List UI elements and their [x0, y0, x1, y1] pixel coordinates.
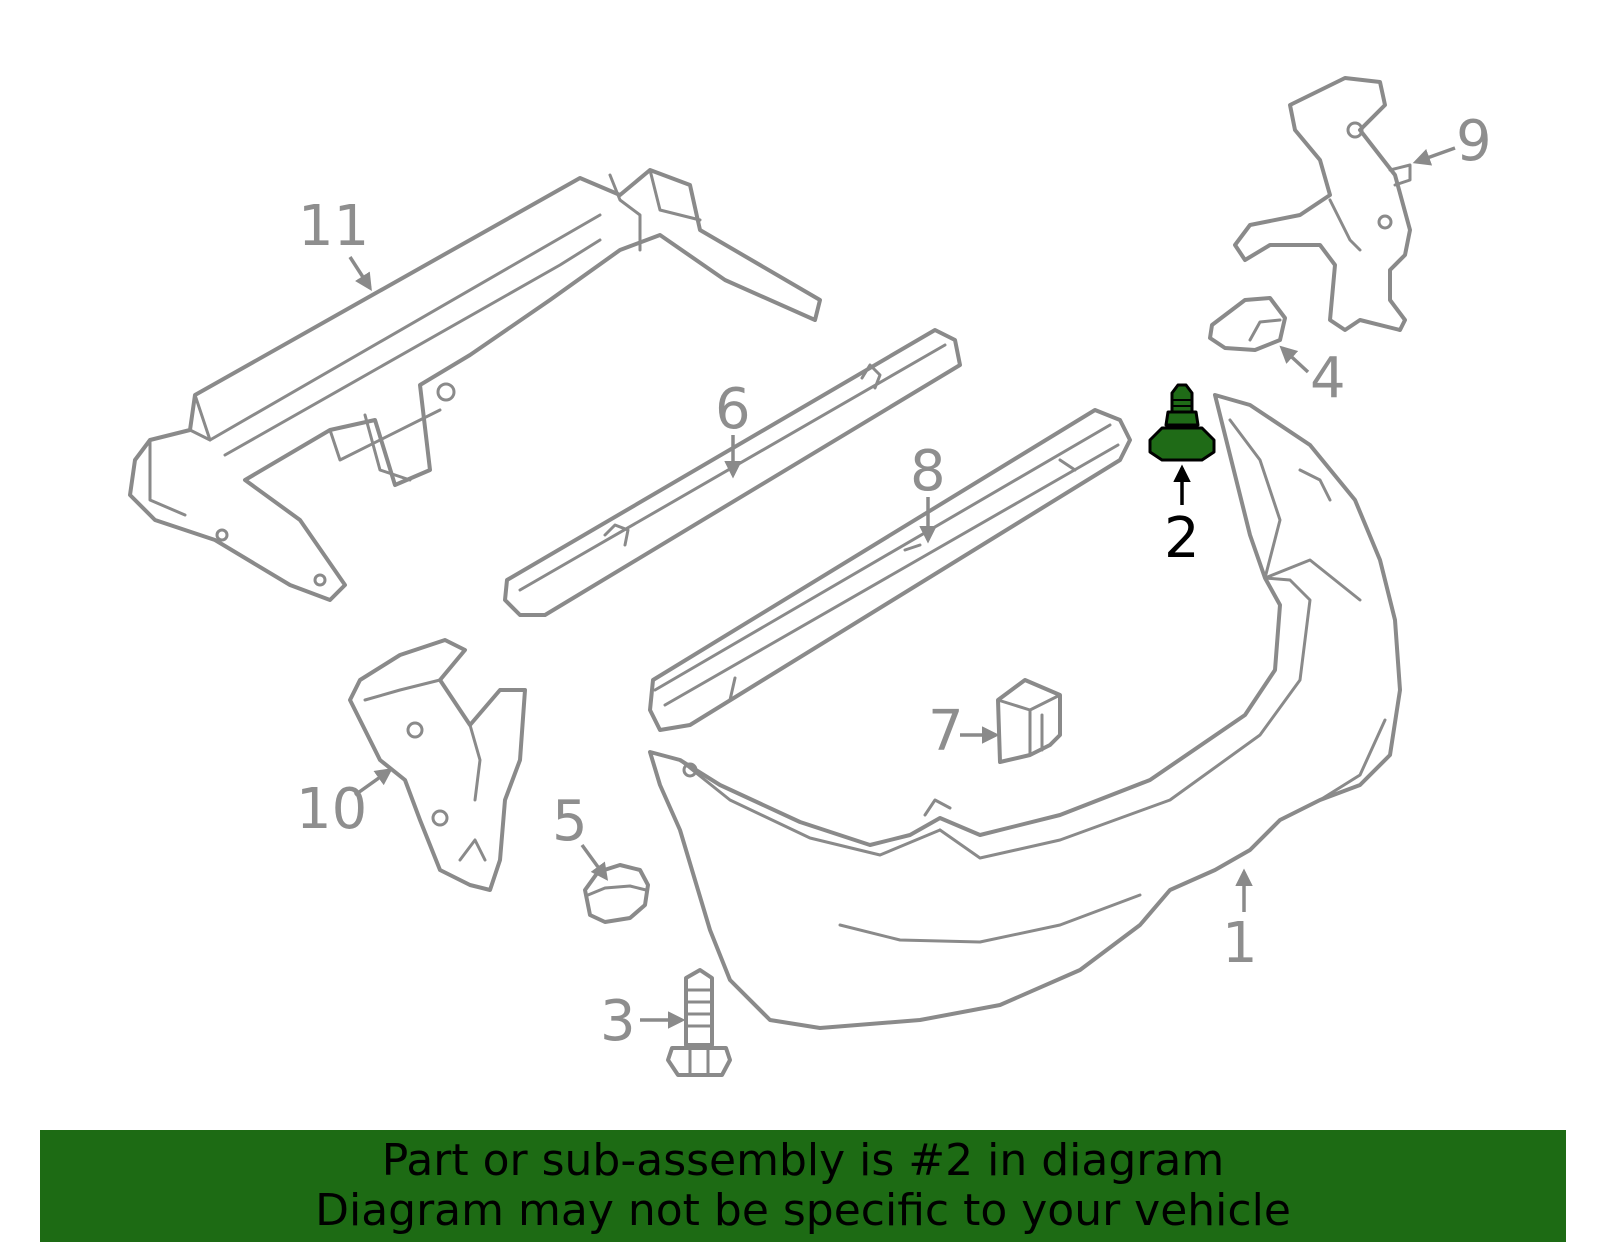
callout-6: 6	[715, 377, 751, 442]
part-5-cap	[583, 863, 650, 924]
part-11-reinforcement-frame	[128, 168, 822, 602]
callout-1: 1	[1222, 911, 1258, 976]
leader-10	[353, 767, 393, 797]
callout-5: 5	[552, 789, 588, 854]
part-3-bolt	[666, 968, 732, 1077]
leader-11	[348, 256, 372, 291]
part-9-bracket-right	[1233, 76, 1412, 332]
callout-9: 9	[1456, 109, 1492, 174]
part-4-bracket-small	[1208, 296, 1287, 352]
banner-line-1: Part or sub-assembly is #2 in diagram	[381, 1135, 1225, 1186]
leader-9	[1412, 146, 1456, 166]
highlight-notice-banner: Part or sub-assembly is #2 in diagram Di…	[40, 1130, 1566, 1242]
part-10-bracket-left	[348, 638, 527, 892]
leader-5	[580, 843, 609, 881]
callout-10: 10	[296, 777, 367, 842]
callout-3: 3	[600, 989, 636, 1054]
callout-2-highlighted: 2	[1164, 506, 1200, 571]
banner-line-2: Diagram may not be specific to your vehi…	[315, 1185, 1291, 1236]
part-2-push-clip-highlighted	[1148, 383, 1216, 462]
part-7-clip	[996, 678, 1062, 764]
callout-11: 11	[298, 194, 369, 259]
leader-4	[1279, 345, 1310, 374]
part-8-impact-bar	[648, 408, 1132, 732]
callout-7: 7	[928, 699, 964, 764]
callout-4: 4	[1310, 346, 1346, 411]
callout-8: 8	[910, 439, 946, 504]
part-1-bumper-cover	[648, 393, 1402, 1030]
